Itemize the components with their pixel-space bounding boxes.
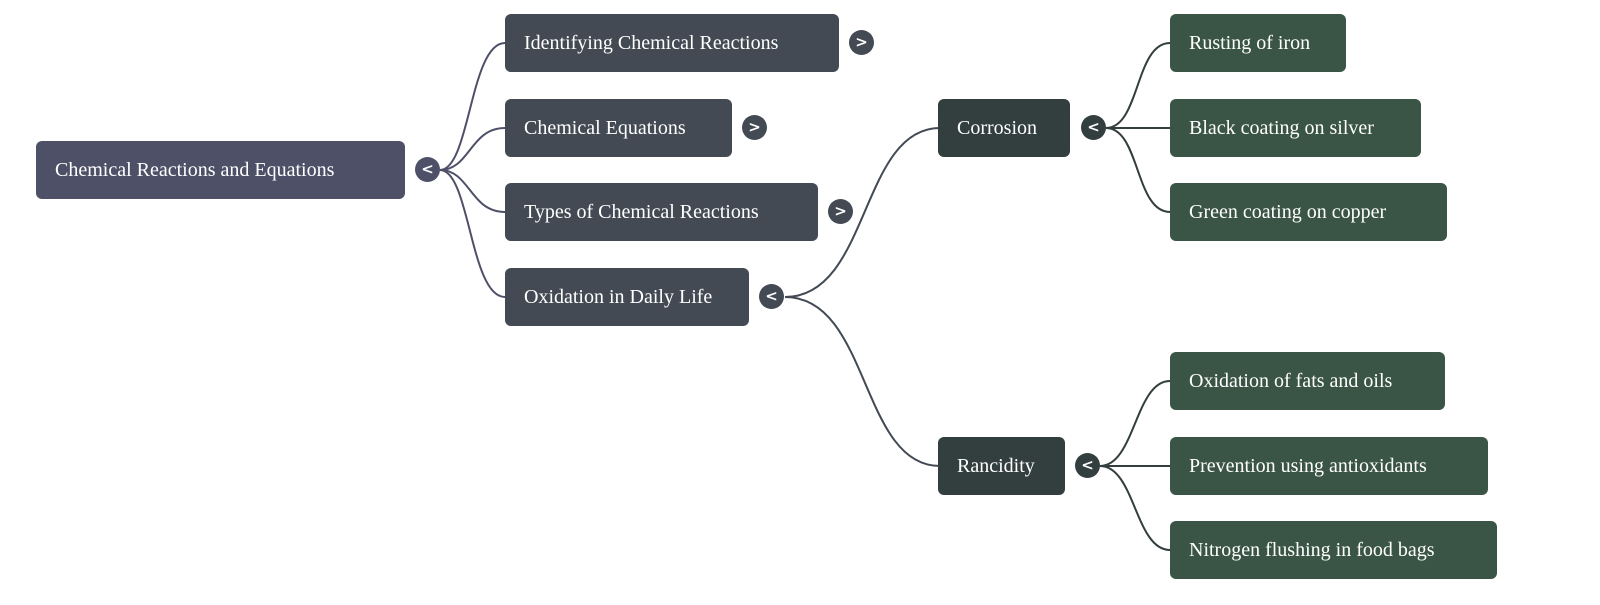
edge-topic-corrosion [784, 127, 941, 298]
leaf-node[interactable]: Black coating on silver [1170, 99, 1421, 157]
subtopic-node[interactable]: Corrosion [938, 99, 1070, 157]
expand-toggle-icon[interactable]: > [742, 115, 767, 140]
collapse-toggle-icon[interactable]: < [759, 284, 784, 309]
edge-root-topic-2 [439, 127, 506, 171]
expand-toggle-icon[interactable]: > [849, 30, 874, 55]
edge-root-topic-1 [439, 42, 506, 171]
topic-node[interactable]: Identifying Chemical Reactions [505, 14, 839, 72]
edge-root-topic-3 [439, 169, 506, 213]
edge-rancidity-leaf-3 [1099, 465, 1171, 551]
leaf-node[interactable]: Prevention using antioxidants [1170, 437, 1488, 495]
collapse-toggle-icon[interactable]: < [415, 157, 440, 182]
leaf-node[interactable]: Oxidation of fats and oils [1170, 352, 1445, 410]
leaf-node[interactable]: Green coating on copper [1170, 183, 1447, 241]
edge-topic-rancidity [784, 296, 941, 467]
edge-rancidity-leaf-1 [1099, 380, 1171, 467]
leaf-node[interactable]: Nitrogen flushing in food bags [1170, 521, 1497, 579]
expand-toggle-icon[interactable]: > [828, 199, 853, 224]
root-node[interactable]: Chemical Reactions and Equations [36, 141, 405, 199]
edge-corrosion-leaf-1 [1105, 42, 1171, 129]
collapse-toggle-icon[interactable]: < [1075, 453, 1100, 478]
collapse-toggle-icon[interactable]: < [1081, 115, 1106, 140]
topic-node[interactable]: Oxidation in Daily Life [505, 268, 749, 326]
leaf-node[interactable]: Rusting of iron [1170, 14, 1346, 72]
edge-root-topic-4 [439, 169, 506, 298]
edge-corrosion-leaf-3 [1105, 127, 1171, 213]
subtopic-node[interactable]: Rancidity [938, 437, 1065, 495]
topic-node[interactable]: Chemical Equations [505, 99, 732, 157]
topic-node[interactable]: Types of Chemical Reactions [505, 183, 818, 241]
